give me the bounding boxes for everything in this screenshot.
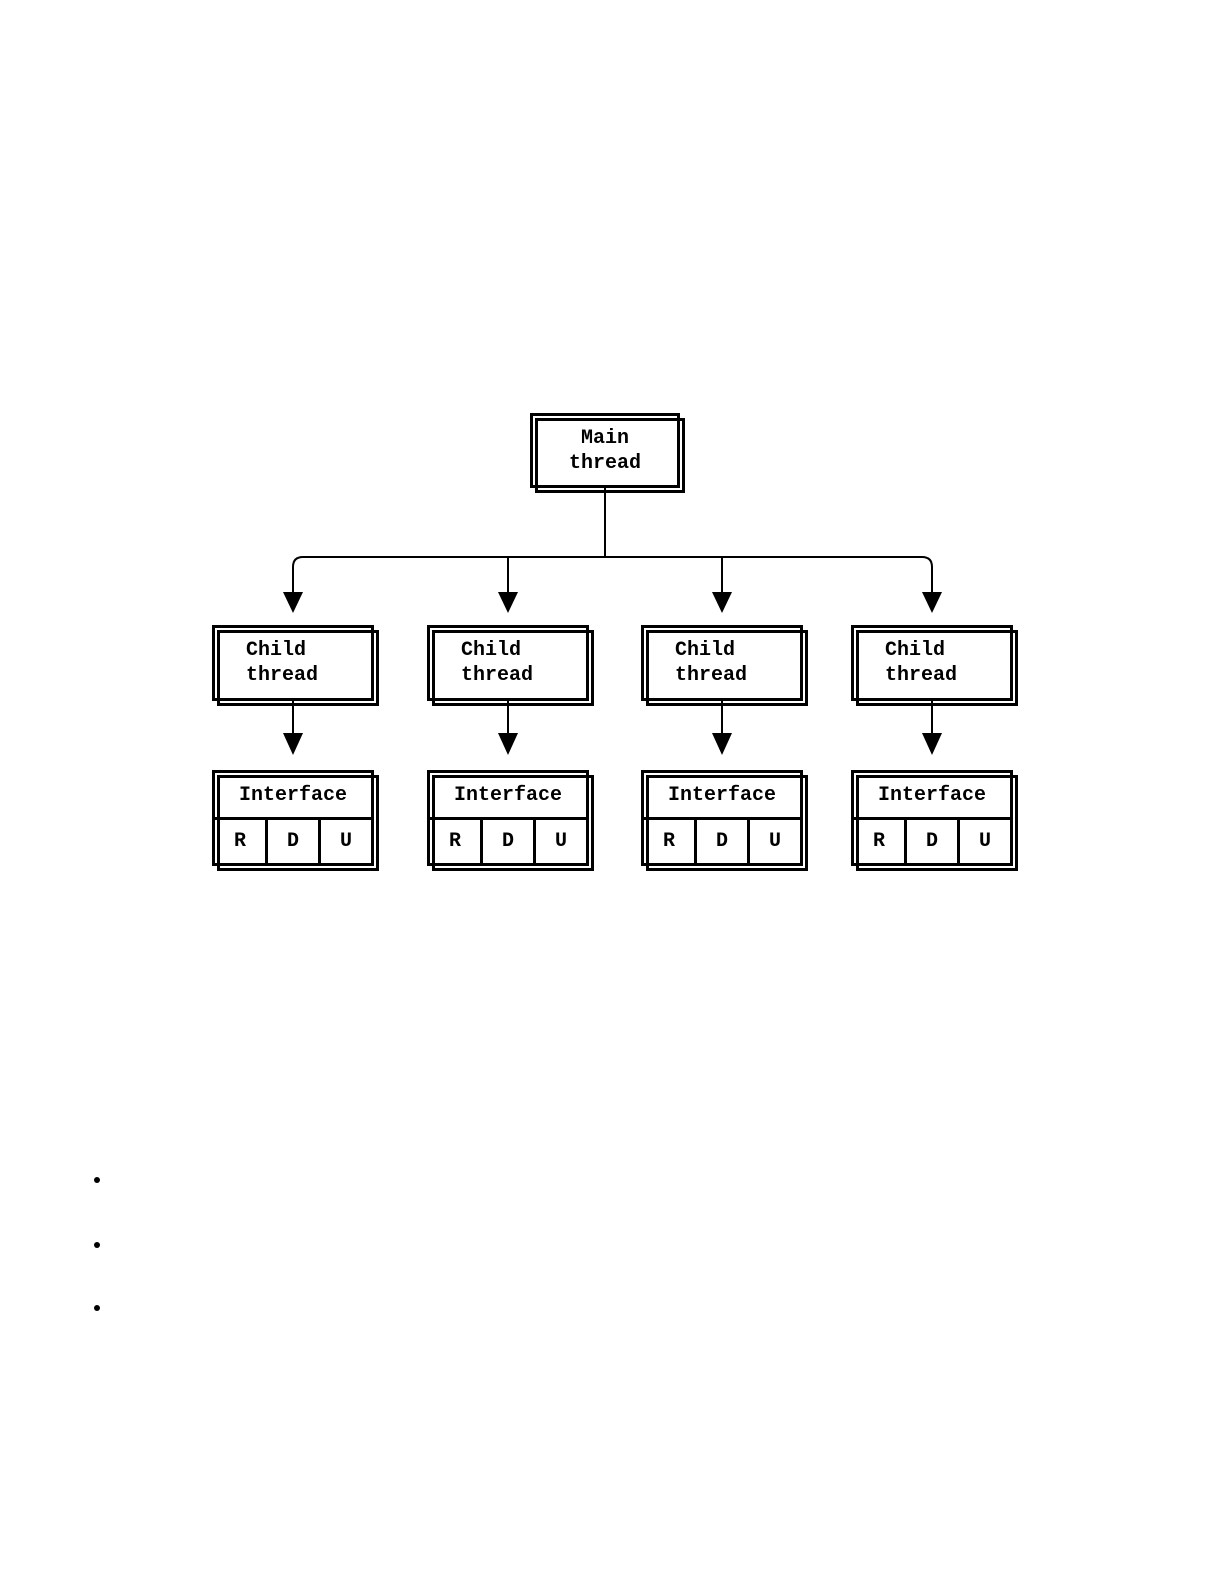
arrowhead-icons bbox=[283, 592, 942, 755]
interface-cell-u: U bbox=[554, 830, 567, 853]
child-thread-label: Child thread bbox=[461, 639, 534, 687]
interface-cell-u: U bbox=[768, 830, 781, 853]
child-thread-box-4: Child thread bbox=[851, 625, 1018, 706]
interface-cell-d: D bbox=[697, 820, 750, 863]
interface-box-2: Interface R D U bbox=[427, 770, 594, 871]
interface-cells: R D U bbox=[854, 820, 1010, 863]
interface-cells: R D U bbox=[430, 820, 586, 863]
child-thread-box-2: Child thread bbox=[427, 625, 594, 706]
bullet-point bbox=[94, 1177, 100, 1183]
interface-box-3: Interface R D U bbox=[641, 770, 808, 871]
interface-box-1: Interface R D U bbox=[212, 770, 379, 871]
interface-cell-r: R bbox=[644, 820, 697, 863]
interface-cell-d: D bbox=[907, 820, 960, 863]
child-thread-box-1: Child thread bbox=[212, 625, 379, 706]
child-thread-box-3: Child thread bbox=[641, 625, 808, 706]
bullet-point bbox=[94, 1242, 100, 1248]
interface-cell-d: D bbox=[268, 820, 321, 863]
main-thread-box: Main thread bbox=[530, 413, 685, 493]
interface-title: Interface bbox=[854, 773, 1010, 820]
interface-cell-d: D bbox=[483, 820, 536, 863]
interface-title: Interface bbox=[644, 773, 800, 820]
interface-cell-u: U bbox=[978, 830, 991, 853]
child-thread-label: Child thread bbox=[246, 639, 319, 687]
tree-connector-lines bbox=[292, 487, 933, 736]
interface-cell-r: R bbox=[430, 820, 483, 863]
interface-cell-r: R bbox=[215, 820, 268, 863]
child-thread-label: Child thread bbox=[885, 639, 958, 687]
bullet-point bbox=[94, 1305, 100, 1311]
interface-box-4: Interface R D U bbox=[851, 770, 1018, 871]
child-thread-label: Child thread bbox=[675, 639, 748, 687]
interface-cells: R D U bbox=[215, 820, 371, 863]
interface-title: Interface bbox=[215, 773, 371, 820]
interface-cells: R D U bbox=[644, 820, 800, 863]
interface-title: Interface bbox=[430, 773, 586, 820]
interface-cell-r: R bbox=[854, 820, 907, 863]
main-thread-label: Main thread bbox=[568, 426, 641, 475]
interface-cell-u: U bbox=[339, 830, 352, 853]
